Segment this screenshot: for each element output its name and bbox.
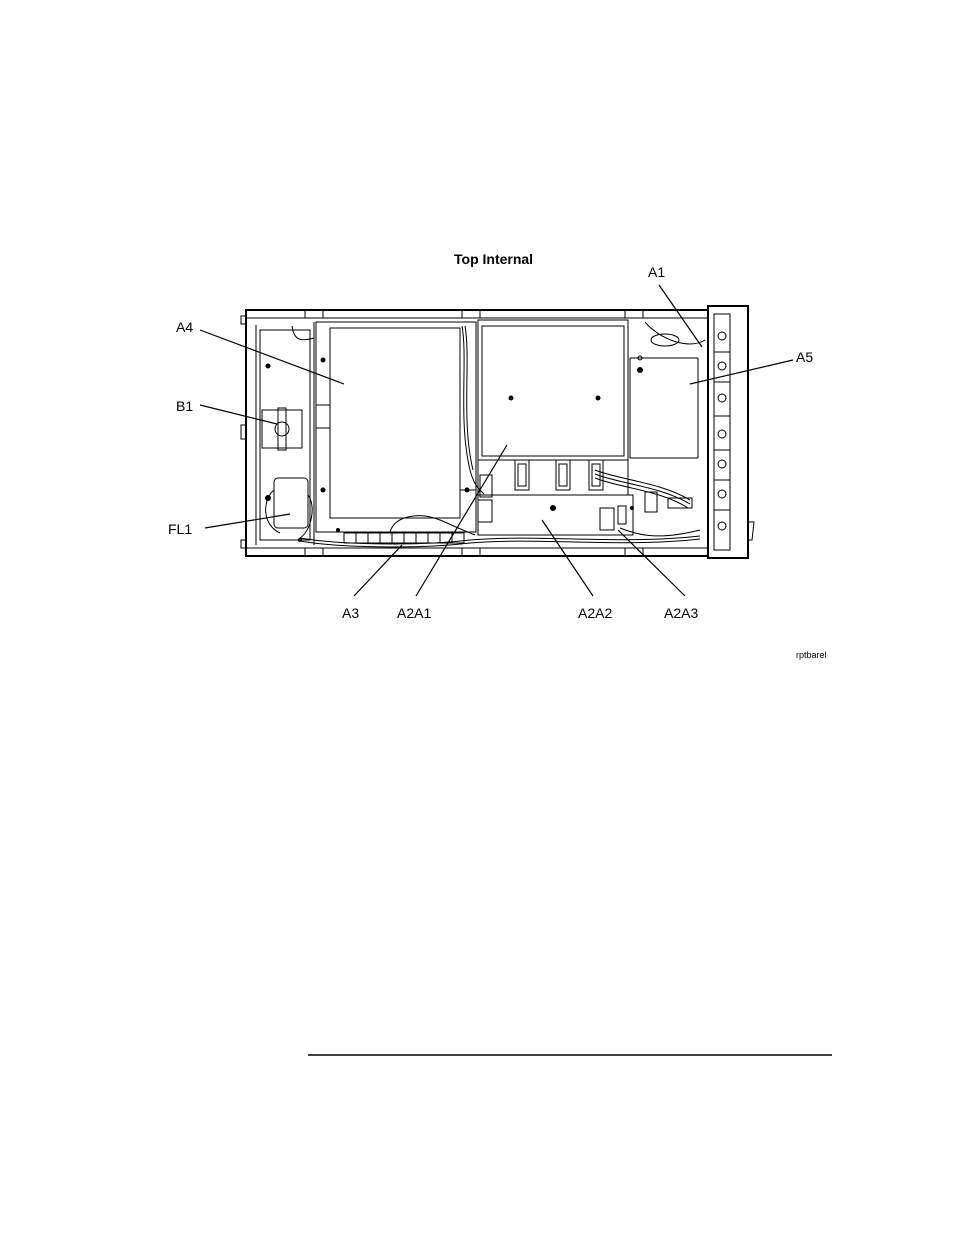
board-a2a3 xyxy=(600,508,614,530)
label-a2a1: A2A1 xyxy=(397,605,431,621)
leader-lines xyxy=(200,285,793,596)
leader-a3 xyxy=(354,545,402,596)
fan-b1 xyxy=(262,410,302,448)
line-filter-fl1 xyxy=(274,478,308,528)
leader-a2a2 xyxy=(542,520,593,596)
label-b1: B1 xyxy=(176,398,193,414)
leader-fl1 xyxy=(205,514,290,528)
label-a4: A4 xyxy=(176,319,193,335)
figure-id: rptbarel xyxy=(796,650,827,660)
label-a5: A5 xyxy=(796,349,813,365)
board-a5 xyxy=(630,356,698,458)
board-a2a1 xyxy=(478,320,628,522)
label-a3: A3 xyxy=(342,605,359,621)
motherboard-a3 xyxy=(300,516,700,547)
label-a2a3: A2A3 xyxy=(664,605,698,621)
power-supply-a4 xyxy=(316,322,484,532)
rear-section xyxy=(256,322,314,545)
leader-a4 xyxy=(200,330,344,384)
label-fl1: FL1 xyxy=(168,521,192,537)
leader-a2a3 xyxy=(618,530,685,596)
leader-a5 xyxy=(690,360,793,384)
label-a1: A1 xyxy=(648,264,665,280)
chassis-outline xyxy=(246,310,708,556)
label-a2a2: A2A2 xyxy=(578,605,612,621)
leader-a2a1 xyxy=(416,445,507,596)
leader-b1 xyxy=(200,405,277,424)
figure-title: Top Internal xyxy=(454,251,533,267)
